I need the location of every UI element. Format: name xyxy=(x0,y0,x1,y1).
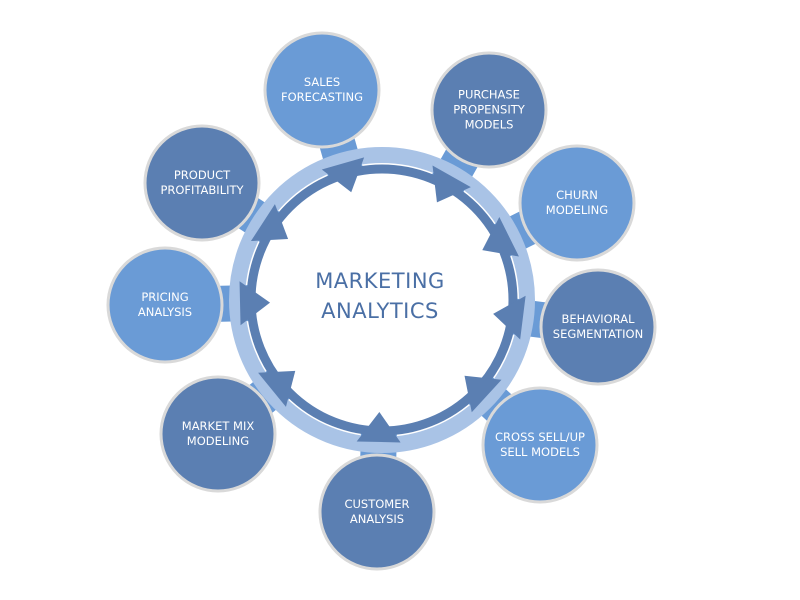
arrow-6 xyxy=(356,411,401,443)
node-circle-8 xyxy=(106,246,224,364)
node-label-line: PURCHASE xyxy=(458,87,520,102)
node-label-line: SEGMENTATION xyxy=(552,327,644,341)
node-circle-2 xyxy=(430,51,548,169)
node-circle-1 xyxy=(263,31,381,149)
node-layer xyxy=(106,31,657,571)
center-title-line-1: MARKETING xyxy=(315,269,445,293)
arrow-4 xyxy=(493,295,526,340)
node-label-line: PROPENSITY xyxy=(453,102,525,117)
arrow-9 xyxy=(250,204,289,242)
node-label-line: MODELING xyxy=(186,434,250,448)
node-label-line: MODELING xyxy=(545,203,609,217)
arrow-5 xyxy=(464,375,502,413)
node-label-line: BEHAVIORAL xyxy=(561,312,635,326)
center-title: MARKETING ANALYTICS xyxy=(260,266,500,326)
outer-ring xyxy=(229,147,535,453)
node-label-line: CROSS SELL/UP xyxy=(495,430,585,444)
arrow-3 xyxy=(482,217,519,257)
node-label-line: MODELS xyxy=(464,117,514,132)
node-label-line: SALES xyxy=(303,75,341,89)
node-label-line: ANALYSIS xyxy=(349,512,405,526)
node-label-line: PROFITABILITY xyxy=(160,183,244,197)
center-title-line-2: ANALYTICS xyxy=(321,299,439,323)
arrow-2 xyxy=(432,165,471,203)
node-circle-4 xyxy=(539,268,657,386)
node-circle-5 xyxy=(481,386,599,504)
node-label-line: PRICING xyxy=(141,290,189,304)
node-circle-7 xyxy=(159,375,277,493)
node-label-line: CUSTOMER xyxy=(344,497,410,511)
node-label-line: CHURN xyxy=(556,188,598,202)
arrow-7 xyxy=(258,370,296,407)
node-circle-3 xyxy=(518,144,636,262)
node-label-line: MARKET MIX xyxy=(181,419,255,433)
node-label-line: ANALYSIS xyxy=(137,305,193,319)
node-label-line: FORECASTING xyxy=(280,90,364,104)
node-circle-9 xyxy=(143,124,261,242)
arrow-1 xyxy=(321,157,365,193)
node-label-line: PRODUCT xyxy=(173,168,231,182)
arrow-layer xyxy=(239,157,526,443)
node-circle-6 xyxy=(318,453,436,571)
arrow-8 xyxy=(239,281,271,326)
node-label-line: SELL MODELS xyxy=(500,445,580,459)
